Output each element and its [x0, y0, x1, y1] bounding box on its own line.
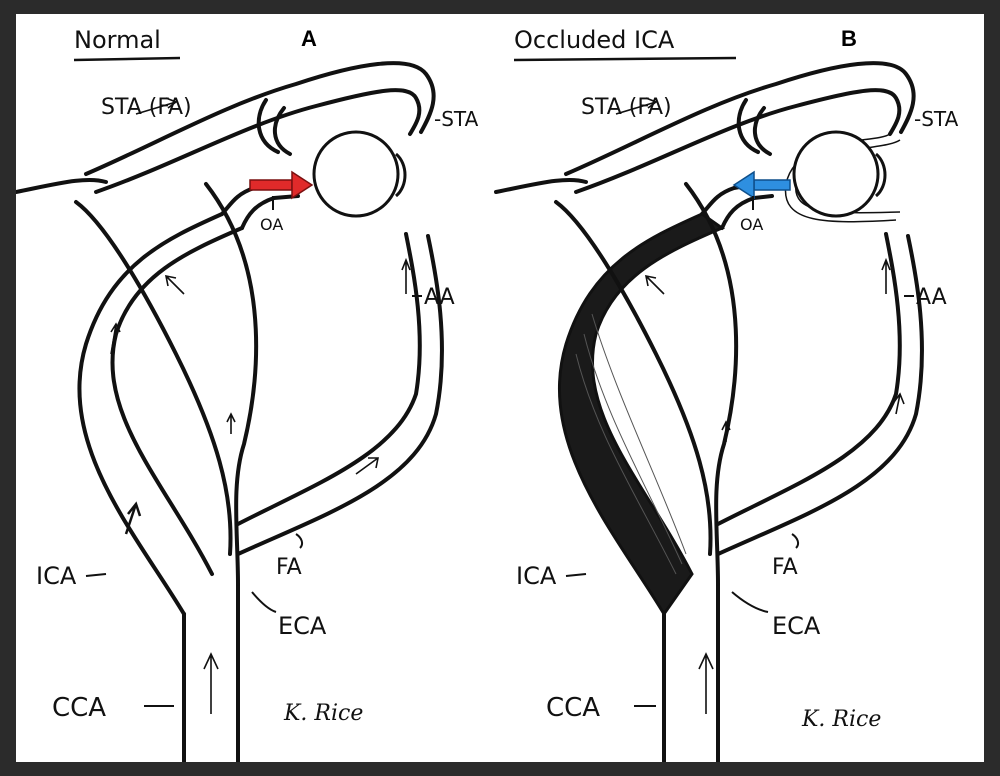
panel-b-letter: B — [841, 26, 857, 51]
panel-a-oa-arrow — [249, 170, 314, 200]
panel-a-sta-outer — [84, 61, 436, 176]
panel-b-eca-left — [684, 182, 739, 586]
panel-a-title-underline — [73, 56, 181, 62]
vascular-diagram: Normal A — [16, 26, 959, 762]
panel-b-vessels — [494, 61, 924, 762]
panel-b-label-cca: CCA — [546, 693, 600, 723]
panel-a-aa-outer — [236, 232, 422, 526]
panel-b-sta-outer — [564, 61, 916, 176]
panel-b-title-underline — [513, 56, 737, 62]
panel-a-label-sta-fa: STA (FA) — [101, 95, 192, 120]
panel-b: Occluded ICA B — [494, 26, 959, 762]
panel-a-vessels — [16, 61, 444, 762]
panel-a-face-line — [16, 177, 108, 194]
panel-a-eca-leader — [251, 591, 277, 613]
panel-b-signature: K. Rice — [801, 707, 881, 732]
panel-b-sta-branch — [753, 106, 772, 156]
panel-a-sta-branch — [273, 106, 292, 156]
panel-b-label-ica: ICA — [516, 562, 557, 590]
panel-b-label-sta-fa: STA (FA) — [581, 95, 672, 120]
panel-a-eca-inner — [74, 200, 233, 556]
panel-b-label-aa: AA — [916, 285, 947, 310]
panel-b-aa-outer — [716, 232, 902, 526]
panel-b-sta-inner — [574, 88, 902, 194]
panel-b-occlusion-texture — [575, 313, 687, 575]
panel-a-flow-arrows — [110, 97, 411, 714]
panel-a-eye-pupil — [394, 152, 407, 198]
panel-b-eye — [792, 130, 880, 218]
panel-a-aa-inner — [236, 234, 444, 556]
panel-a-label-cca: CCA — [52, 693, 106, 723]
panel-a: Normal A — [16, 26, 479, 762]
panel-b-ica-leader — [565, 573, 587, 577]
panel-b-eye-pupil — [874, 152, 887, 198]
diagram-paper: Normal A — [16, 14, 984, 762]
panel-a-label-sta: -STA — [434, 107, 479, 131]
panel-b-label-fa: FA — [772, 555, 798, 580]
panel-a-label-fa: FA — [276, 555, 302, 580]
panel-a-label-eca: ECA — [278, 612, 327, 640]
panel-b-face-line — [494, 177, 588, 194]
panel-b-eca-inner — [554, 200, 713, 556]
panel-a-label-oa: OA — [260, 215, 283, 234]
panel-a-label-ica: ICA — [36, 562, 77, 590]
panel-b-oa-arrow — [732, 170, 791, 200]
panel-b-title: Occluded ICA — [514, 26, 675, 54]
panel-a-eye — [312, 130, 400, 218]
panel-a-eca-left — [204, 182, 259, 586]
panel-a-ica-leader — [85, 573, 107, 577]
panel-b-flow-arrows — [615, 97, 905, 714]
panel-a-ica-inner — [110, 226, 244, 576]
panel-a-sta-inner — [94, 88, 422, 194]
panel-b-ica-occluded — [558, 212, 726, 617]
panel-b-label-sta: -STA — [914, 107, 959, 131]
panel-a-label-aa: AA — [424, 285, 455, 310]
panel-b-fa-leader — [791, 533, 800, 549]
panel-b-label-eca: ECA — [772, 612, 821, 640]
panel-a-sta-branch-2 — [256, 98, 280, 154]
panel-b-aa-inner — [716, 234, 924, 556]
panel-a-ica-outer — [77, 212, 224, 616]
panel-a-letter: A — [301, 26, 317, 51]
panel-a-signature: K. Rice — [283, 701, 363, 726]
panel-b-label-oa: OA — [740, 215, 763, 234]
panel-a-fa-leader — [295, 533, 304, 549]
panel-a-title: Normal — [74, 26, 161, 54]
panel-b-sta-branch-2 — [736, 98, 760, 154]
panel-b-eca-leader — [731, 591, 769, 613]
